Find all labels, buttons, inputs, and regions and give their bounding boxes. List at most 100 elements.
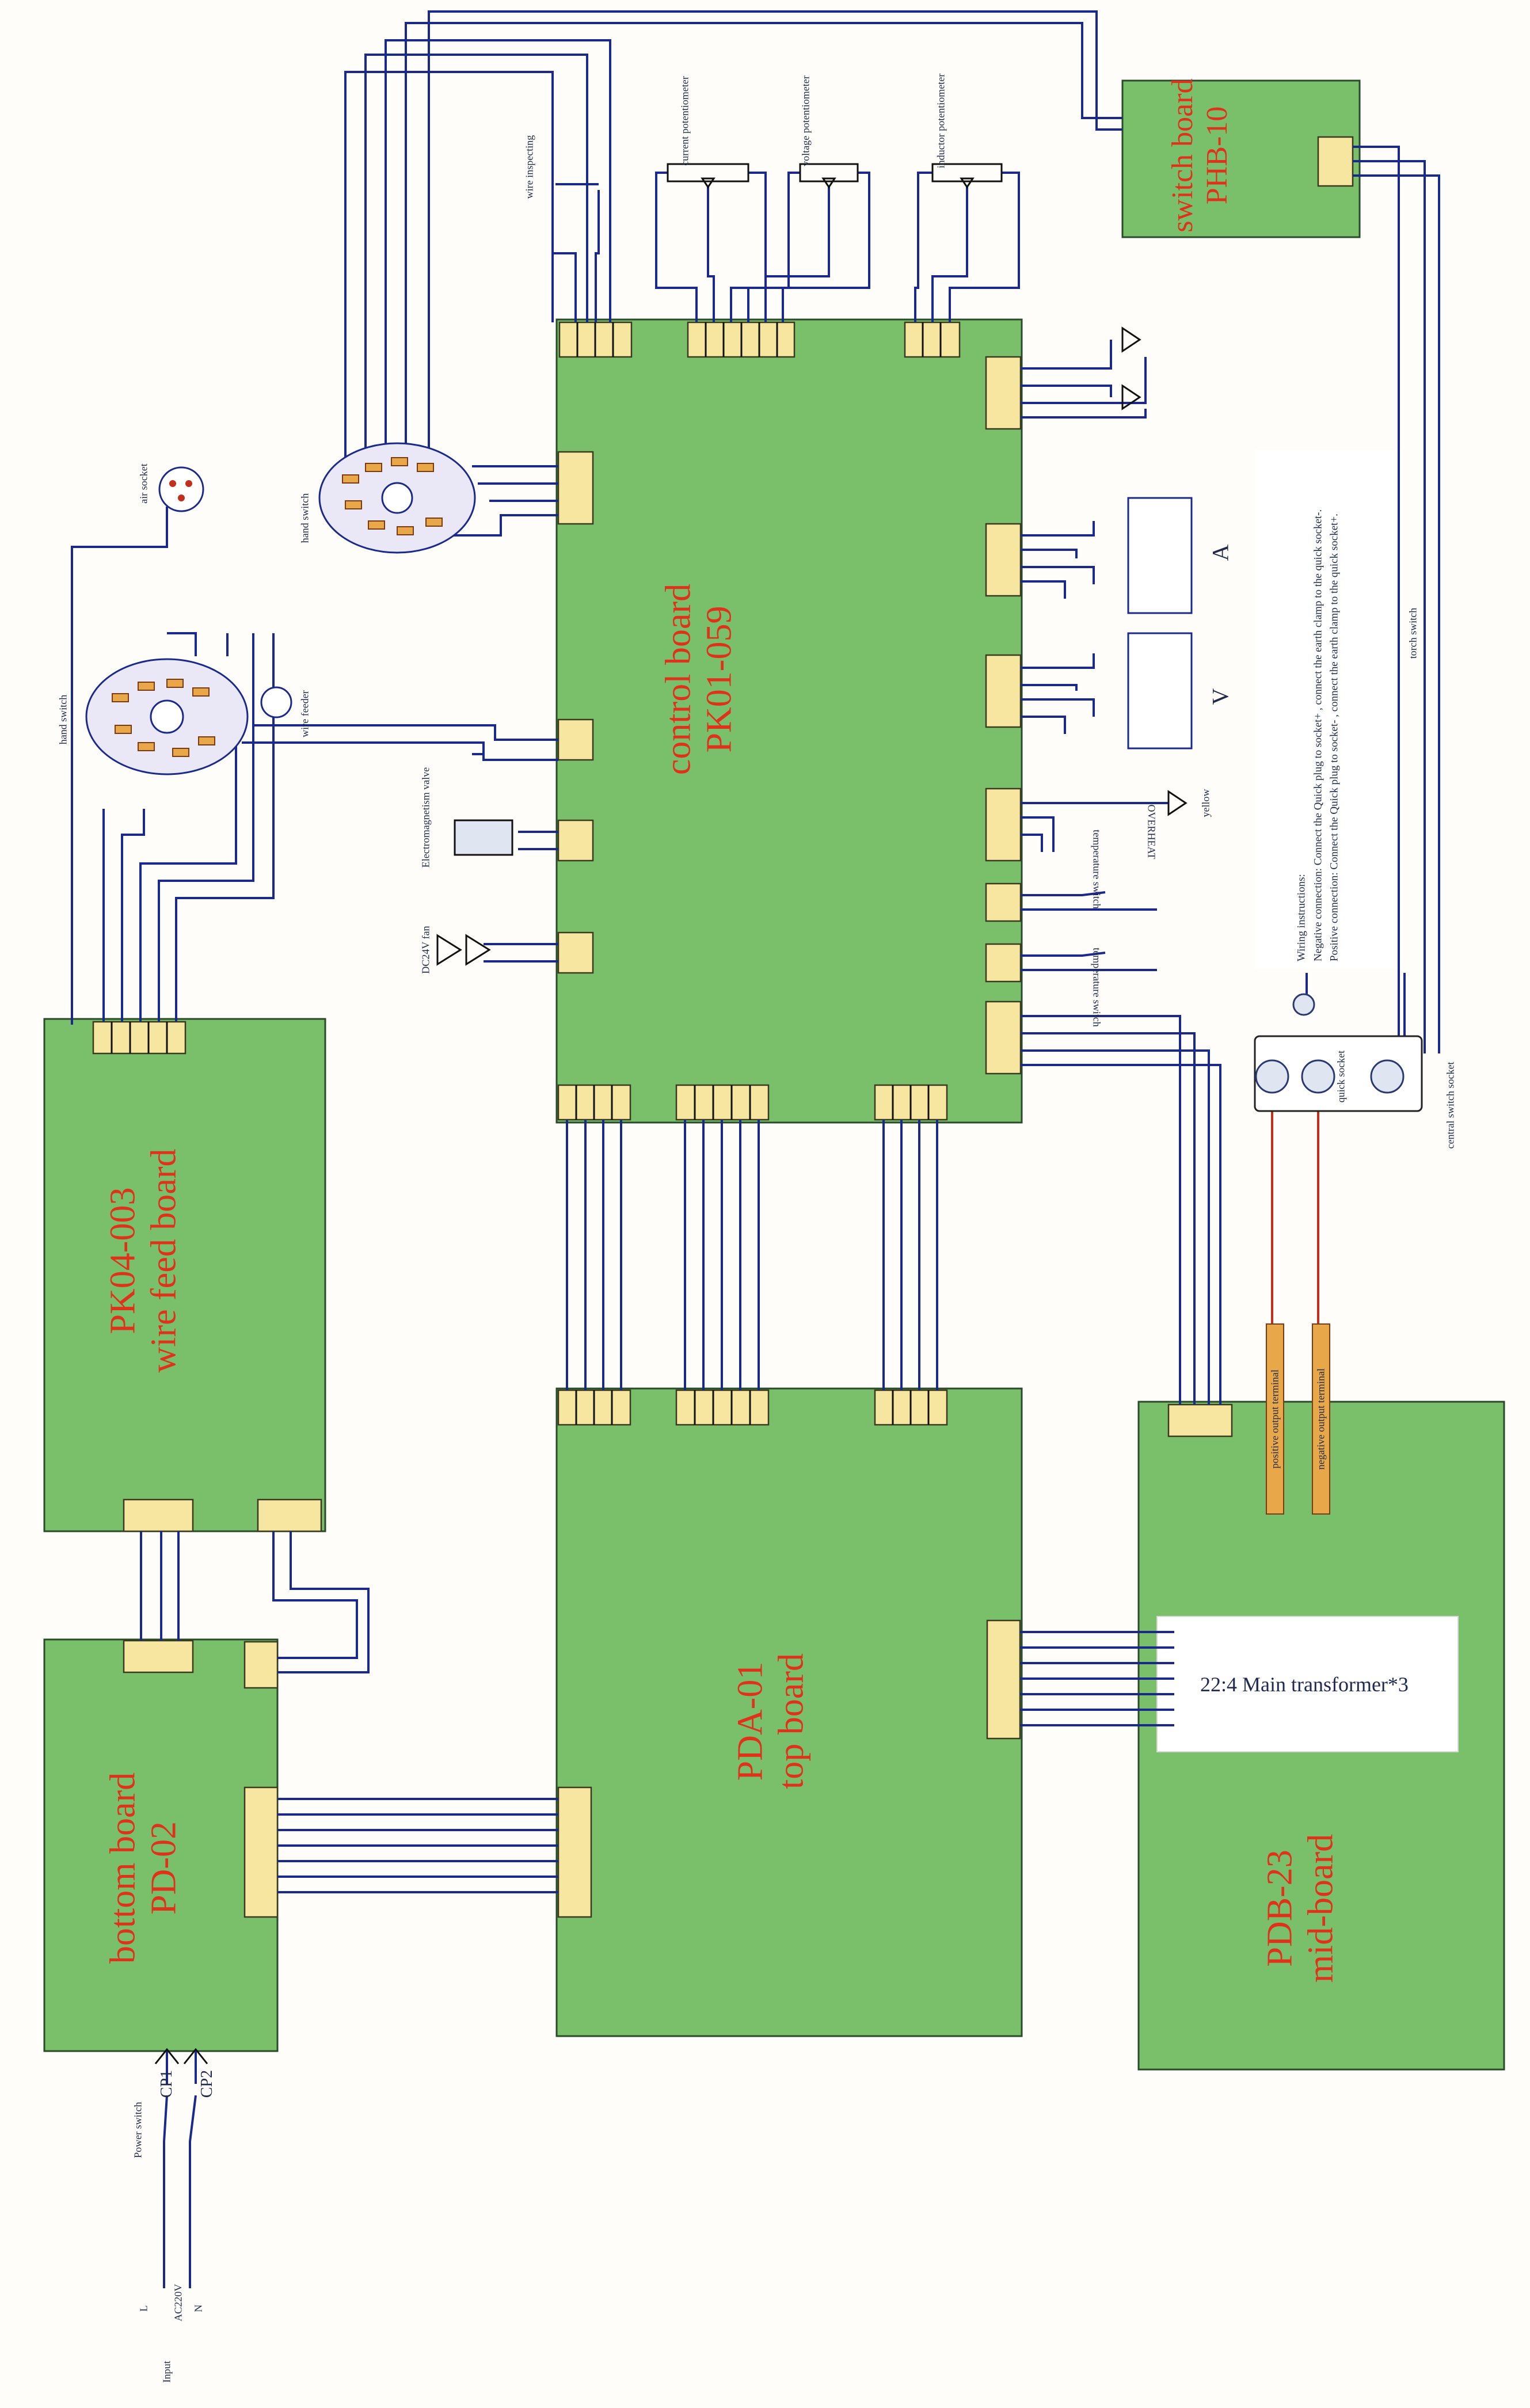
connector-x32 [1167,1403,1233,1437]
link-wirefeed-bottom [140,1531,370,1673]
wire-potentiometers [655,163,1020,322]
mid-board-model: PDB-23 [1260,1850,1300,1967]
cp1-label: CP1 [158,2070,176,2098]
connector-x6 [557,451,594,525]
bottom-board-name: bottom board [103,1772,143,1964]
connector-x9 [557,1786,592,1918]
wire-inspect-switch [551,183,600,322]
hand-switch-label-top: hand switch [299,493,311,543]
ac-input-label: AC220V [172,2284,184,2322]
connector-x31 [985,788,1022,862]
connector-x34 [557,1084,631,1121]
wire-handswitch [71,507,558,1025]
wire-valve-fan [436,819,558,966]
wiring-instructions-line-1: Negative connection: Connect the Quick p… [1311,509,1324,961]
quick-socket-label: quick socket [1335,1050,1347,1103]
connector-x2 [557,819,594,862]
hand-switch-socket-left[interactable] [85,658,292,775]
bus-control-top [566,1120,938,1390]
central-switch-socket-label: central switch socket [1444,1062,1456,1149]
wire-power-input [154,2048,208,2288]
bottom-board-model: PD-02 [144,1821,184,1915]
connector-x4 [985,1001,1022,1075]
connector-x5 [874,1084,948,1121]
wire-overheat [1021,790,1188,852]
overheat-label: OVERHEAT [1145,804,1158,859]
air-socket [158,466,204,512]
wire-feed-board-title: PK04-003 wire feed board [103,1148,185,1372]
wire-output-terminals [1254,973,1423,1515]
phase-l-label: L [138,2305,150,2312]
connector-x16 [687,321,796,358]
connector-x5-bottom [123,1639,194,1673]
wire-inspecting-label: wire inspecting [523,135,535,199]
connector-x28 [985,882,1022,922]
connector-x1 [557,931,594,974]
wire-feeder-label: wire feeder [299,690,311,737]
inductor-pot-label: inductor potentiometer [935,73,947,169]
connector-x8 [557,1389,631,1426]
connector-x26 [985,943,1022,983]
pos-terminal-label: positive output terminal [1269,1370,1281,1469]
transformer-label: 22:4 Main transformer*3 [1200,1673,1409,1696]
torch-switch-label: torch switch [1407,607,1419,659]
control-board-title: control board PK01-059 [659,584,741,775]
voltmeter-label: V [1207,688,1234,705]
connector-x35 [675,1084,770,1121]
connector-x19 [558,321,633,358]
wiring-instructions-panel [1255,450,1402,968]
control-board-name: control board [659,583,698,775]
connector-top-x2 [874,1389,948,1426]
wire-feed-board-model: PK04-003 [103,1187,143,1334]
bus-bottom-top [277,1798,558,1893]
ammeter-label: A [1207,544,1234,561]
connector-x14 [675,1389,770,1426]
connector-x21 [985,523,1022,597]
phase-n-label: N [192,2304,204,2312]
top-board-name: top board [772,1653,811,1789]
input-label: Input [161,2361,173,2383]
connector-x3 [904,321,961,358]
power-switch-label: Power switch [132,2102,144,2158]
connector-x30 [257,1498,322,1532]
wire-leds [1021,326,1147,419]
temp-switch-label-1: temperature switch [1091,830,1103,909]
transformer-box [1156,1616,1459,1752]
hand-switch-socket-top[interactable] [318,442,476,554]
wire-feed-board [43,1018,326,1532]
connector-x10 [986,1619,1021,1740]
switch-board-name: switch board [1166,78,1200,233]
cp2-label: CP2 [198,2070,216,2098]
control-board-model: PK01-059 [700,606,739,753]
connector-x3-bottom [243,1786,279,1918]
yellow-label: yellow [1200,789,1212,817]
wire-temp-switches [1021,891,1157,971]
bottom-board-title: bottom board PD-02 [103,1772,185,1964]
top-board-model: PDA-01 [730,1661,770,1781]
voltage-pot-label: voltage potentiometer [800,75,812,166]
switch-board-model: PHB-10 [1201,106,1234,205]
neg-terminal-label: negative output terminal [1315,1368,1327,1470]
switch-board-title: switch board PHB-10 [1166,78,1235,232]
connector-x1-switch [1317,136,1354,187]
mid-board-name: mid-board [1301,1833,1341,1983]
connector-x27 [985,654,1022,728]
bus-control-mid [1021,1015,1221,1405]
connector-x4-bottom [243,1641,279,1689]
current-pot-label: current potentiometer [679,76,691,166]
em-valve-label: Electromagnetism valve [420,767,432,868]
air-socket-label: air socket [138,463,150,504]
connector-x18 [557,718,594,761]
wiring-instructions: Wiring instructions: Negative connection… [1293,455,1343,961]
connector-x7 [92,1021,187,1055]
fan-label: DC24V fan [420,926,432,974]
wire-x7-socket [102,633,275,1022]
bus-top-transformer [1020,1631,1174,1726]
wire-meters [1021,497,1193,750]
control-board [555,318,1023,1124]
connector-x22 [123,1498,194,1532]
wiring-instructions-line-2: Positive connection: Connect the Quick p… [1328,513,1341,961]
top-board [555,1387,1023,2037]
connector-x33 [985,356,1022,430]
